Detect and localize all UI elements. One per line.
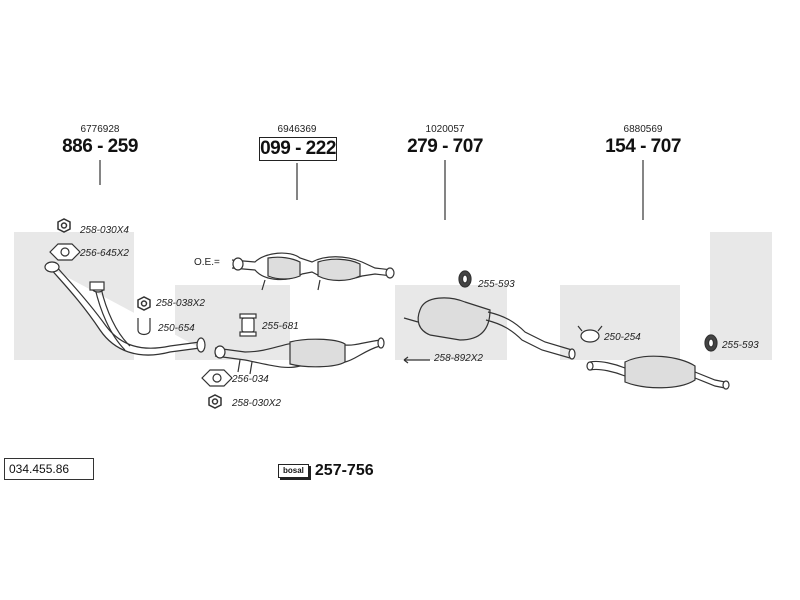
gasket-icon-2 — [201, 369, 233, 387]
rear-silencer-drawing — [586, 355, 730, 390]
part-code-2[interactable]: 099 - 222 — [259, 137, 337, 161]
callout-255-681[interactable]: 255-681 — [262, 321, 299, 332]
callout-255-593-b[interactable]: 255-593 — [722, 340, 759, 351]
callout-258-038x2[interactable]: 258-038X2 — [156, 298, 205, 309]
callout-250-654[interactable]: 250-654 — [158, 323, 195, 334]
catalyst-reference-drawing — [231, 252, 395, 291]
oe-number-2: 6946369 — [277, 124, 317, 135]
nut-icon-1 — [57, 218, 71, 233]
oe-number-4: 6880569 — [623, 124, 663, 135]
part-code-4[interactable]: 154 - 707 — [605, 136, 681, 157]
callout-258-030x4[interactable]: 258-030X4 — [80, 225, 129, 236]
oe-number-1: 6776928 — [80, 124, 120, 135]
clamp-icon — [577, 325, 603, 343]
u-bolt-icon — [137, 318, 151, 336]
callout-256-645x2[interactable]: 256-645X2 — [80, 248, 129, 259]
catalog-number: 034.455.86 — [4, 458, 94, 480]
watermark-letter-a — [560, 285, 680, 360]
part-code-3[interactable]: 279 - 707 — [407, 136, 483, 157]
front-pipe-drawing — [44, 261, 206, 356]
catalyst-drawing — [214, 337, 385, 375]
rubber-ring-icon-2 — [704, 334, 718, 352]
kit-number: 257-756 — [314, 462, 374, 479]
callout-258-030x2[interactable]: 258-030X2 — [232, 398, 281, 409]
nut-icon-3 — [208, 394, 222, 409]
callout-258-892x2[interactable]: 258-892X2 — [434, 353, 483, 364]
callout-256-034[interactable]: 256-034 — [232, 374, 269, 385]
bosal-logo: bosal — [278, 464, 309, 478]
oe-marker: O.E.= — [194, 257, 220, 268]
watermark-letter-l — [710, 232, 772, 360]
gasket-icon-1 — [49, 243, 81, 261]
rubber-mount-icon-1 — [239, 313, 257, 337]
part-code-1[interactable]: 886 - 259 — [62, 136, 138, 157]
oe-number-3: 1020057 — [425, 124, 465, 135]
middle-silencer-drawing — [403, 297, 576, 360]
fitting-kit[interactable]: bosal 257-756 — [278, 462, 374, 480]
rubber-ring-icon-1 — [458, 270, 472, 288]
callout-255-593-a[interactable]: 255-593 — [478, 279, 515, 290]
nut-icon-2 — [137, 296, 151, 311]
callout-250-254[interactable]: 250-254 — [604, 332, 641, 343]
